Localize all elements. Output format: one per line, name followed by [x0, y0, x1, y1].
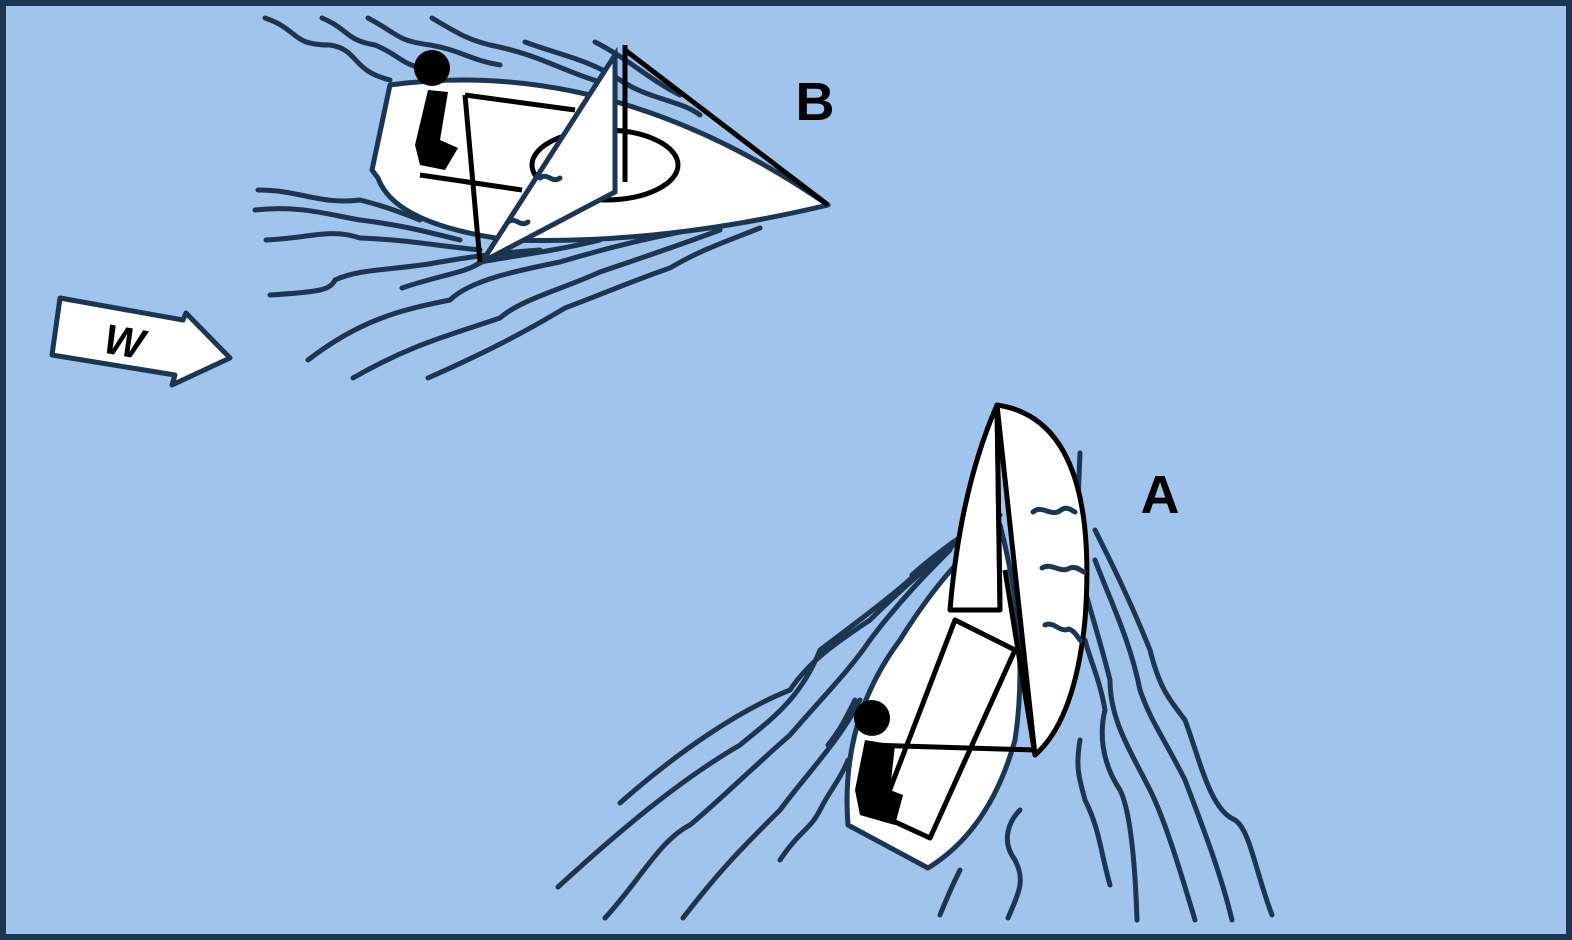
boat-a-label: A — [1141, 465, 1180, 525]
boat-b: B — [369, 45, 835, 269]
boat-b-wake — [252, 15, 763, 381]
boat-a-wake — [555, 450, 1275, 923]
boat-b-sailor — [414, 50, 458, 170]
boat-b-jib-sheet — [623, 48, 830, 207]
boat-a-sailor — [854, 700, 903, 825]
boat-a-sheet — [869, 742, 1036, 753]
boat-a: A — [844, 402, 1180, 871]
boat-a-mast — [994, 404, 1003, 611]
wind-arrow: W — [49, 295, 233, 388]
boat-a-mainsail — [947, 402, 1090, 758]
boat-b-label: B — [796, 72, 835, 132]
boat-b-tiller — [464, 92, 576, 113]
boat-a-boom — [1002, 569, 1038, 756]
boat-a-cockpit — [877, 617, 1018, 841]
boat-b-mainsail — [474, 46, 618, 269]
boat-b-sheet — [462, 94, 483, 263]
